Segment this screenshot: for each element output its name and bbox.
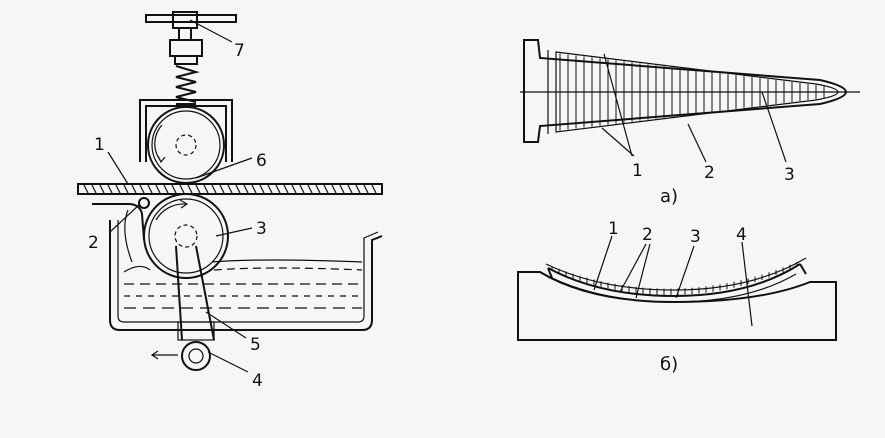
label-3: 3: [256, 219, 267, 239]
drive-pulley: [181, 341, 211, 371]
curved-section: [517, 257, 837, 341]
handle-hub: [172, 11, 198, 29]
curve-label-3: 3: [690, 227, 701, 247]
label-2: 2: [88, 233, 99, 253]
left-leaders: [107, 19, 253, 373]
coating-bath: [109, 220, 383, 331]
curve-label-1: 1: [608, 219, 619, 239]
label-7: 7: [234, 41, 245, 61]
label-5: 5: [250, 335, 261, 355]
curved-hatching: [551, 261, 798, 296]
workpiece-sheet: [77, 183, 383, 195]
wedge-label-2: 2: [704, 163, 715, 183]
adjusting-nut: [169, 39, 203, 57]
sheet-hatching: [83, 184, 377, 194]
wedge-label-1: 1: [632, 161, 643, 181]
roller-bracket: [139, 99, 233, 162]
top-right-leaders: [601, 53, 787, 163]
wedge-label-3: 3: [784, 165, 795, 185]
wedge-section: [520, 39, 860, 143]
caption-a: а): [660, 186, 678, 207]
drive-belt: [175, 245, 183, 341]
label-6: 6: [256, 151, 267, 171]
caption-b: б): [660, 354, 678, 375]
coating-apparatus: [77, 11, 383, 371]
bottom-right-leaders: [593, 235, 753, 327]
curve-label-4: 4: [736, 225, 747, 245]
curved-layer-outer: [547, 263, 801, 298]
screw-handle: [145, 14, 237, 23]
label-4: 4: [252, 371, 263, 391]
pressure-spring: [175, 65, 200, 103]
wedge-outer-shell: [523, 39, 848, 143]
bath-liquid: [123, 259, 363, 309]
mold-base: [517, 271, 837, 341]
wedge-hatching: [559, 53, 825, 131]
applicator-roller: [143, 193, 229, 279]
curve-label-2: 2: [642, 225, 653, 245]
label-1: 1: [94, 135, 105, 155]
